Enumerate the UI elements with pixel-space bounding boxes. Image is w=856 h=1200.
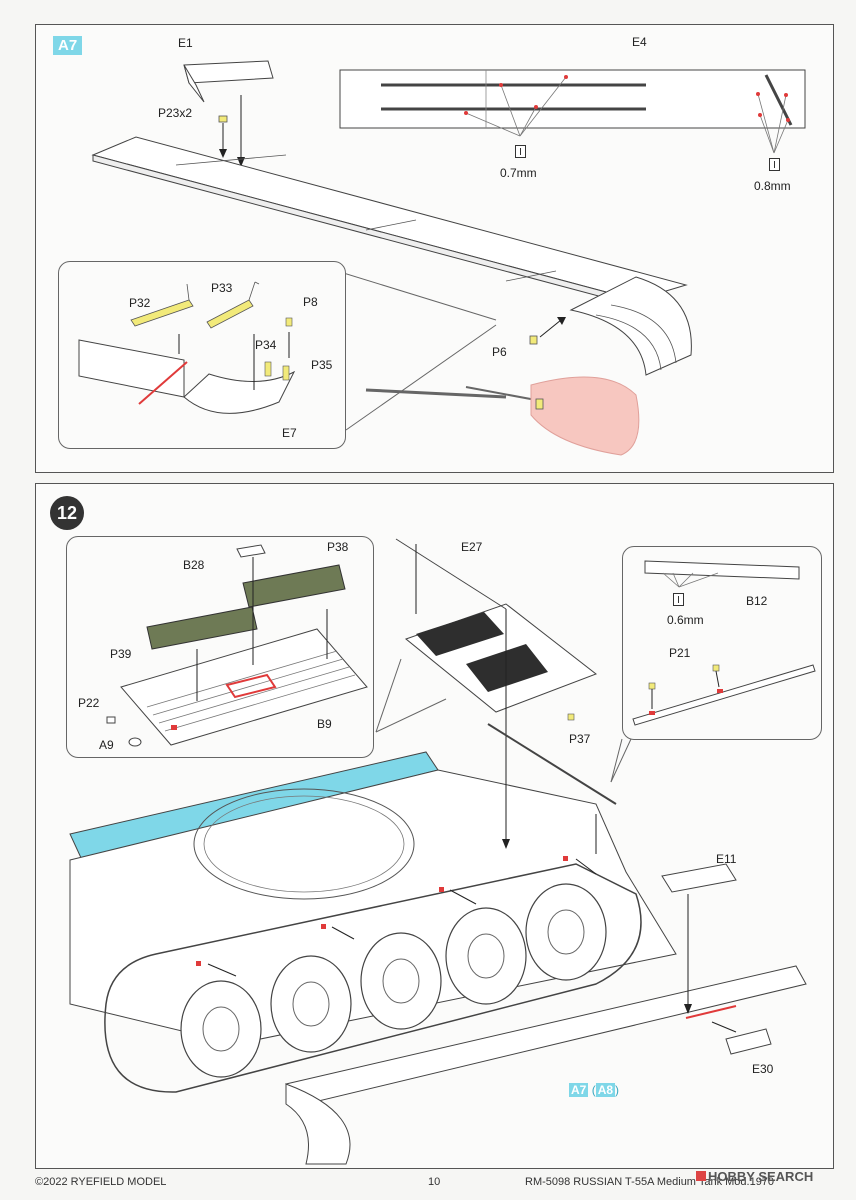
footer-page-number: 10 (428, 1176, 441, 1188)
ref-a8-badge: A8 (595, 1083, 616, 1097)
ref-paren-close: ) (615, 1083, 620, 1097)
fender-reference: A7 (A8) (569, 1083, 619, 1097)
label-p35: P35 (311, 358, 333, 372)
a7-fender-drawing (91, 60, 806, 456)
label-p33: P33 (211, 281, 233, 295)
label-p39: P39 (110, 647, 132, 661)
label-p34: P34 (255, 338, 277, 352)
label-e1: E1 (178, 36, 193, 50)
panel-step-12: 12 (35, 483, 834, 1169)
watermark-icon (696, 1171, 706, 1181)
detail-inset-rail: 0.6mm B12 P21 (622, 546, 822, 740)
label-e27: E27 (461, 540, 483, 554)
label-b9: B9 (317, 717, 332, 731)
detail-inset-a7: P32 P33 P8 P34 P35 E7 (58, 261, 346, 449)
ref-paren-open: ( (591, 1083, 596, 1097)
ref-a7-badge: A7 (569, 1083, 589, 1097)
footer-copyright: ©2022 RYEFIELD MODEL (35, 1176, 167, 1188)
step-badge-a7: A7 (53, 36, 83, 55)
label-0.8mm: 0.8mm (754, 179, 791, 193)
inset-deck-drawing (106, 544, 368, 747)
drill-icon-08 (769, 158, 780, 171)
step12-hull-drawing (69, 538, 807, 1165)
label-p32: P32 (129, 296, 151, 310)
label-e30: E30 (752, 1062, 774, 1076)
watermark-logo: HOBBY SEARCH (696, 1169, 813, 1184)
label-0.7mm: 0.7mm (500, 166, 537, 180)
step-number-12: 12 (50, 496, 84, 530)
panel-a7: A7 (35, 24, 834, 473)
label-b12: B12 (746, 594, 768, 608)
label-e11: E11 (716, 852, 737, 866)
label-b28: B28 (183, 558, 205, 572)
watermark-text: HOBBY SEARCH (708, 1169, 814, 1184)
label-0.6mm: 0.6mm (667, 613, 704, 627)
label-p38: P38 (327, 540, 349, 554)
label-a9: A9 (99, 738, 114, 752)
label-e7: E7 (282, 426, 297, 440)
label-p8: P8 (303, 295, 318, 309)
inset-rail-drawing (632, 560, 816, 726)
drill-icon-07 (515, 145, 526, 158)
footer-product: RM-5098 RUSSIAN T-55A Medium Tank Mod.19… (525, 1176, 775, 1188)
label-p37: P37 (569, 732, 591, 746)
label-e4: E4 (632, 35, 647, 49)
label-p23: P23x2 (158, 106, 193, 120)
label-p21: P21 (669, 646, 691, 660)
label-p22: P22 (78, 696, 100, 710)
drill-icon-06 (673, 593, 684, 606)
label-p6: P6 (492, 345, 507, 359)
detail-inset-deck: B28 P38 P39 P22 A9 B9 (66, 536, 374, 758)
inset-rear-fender-drawing (78, 281, 296, 414)
